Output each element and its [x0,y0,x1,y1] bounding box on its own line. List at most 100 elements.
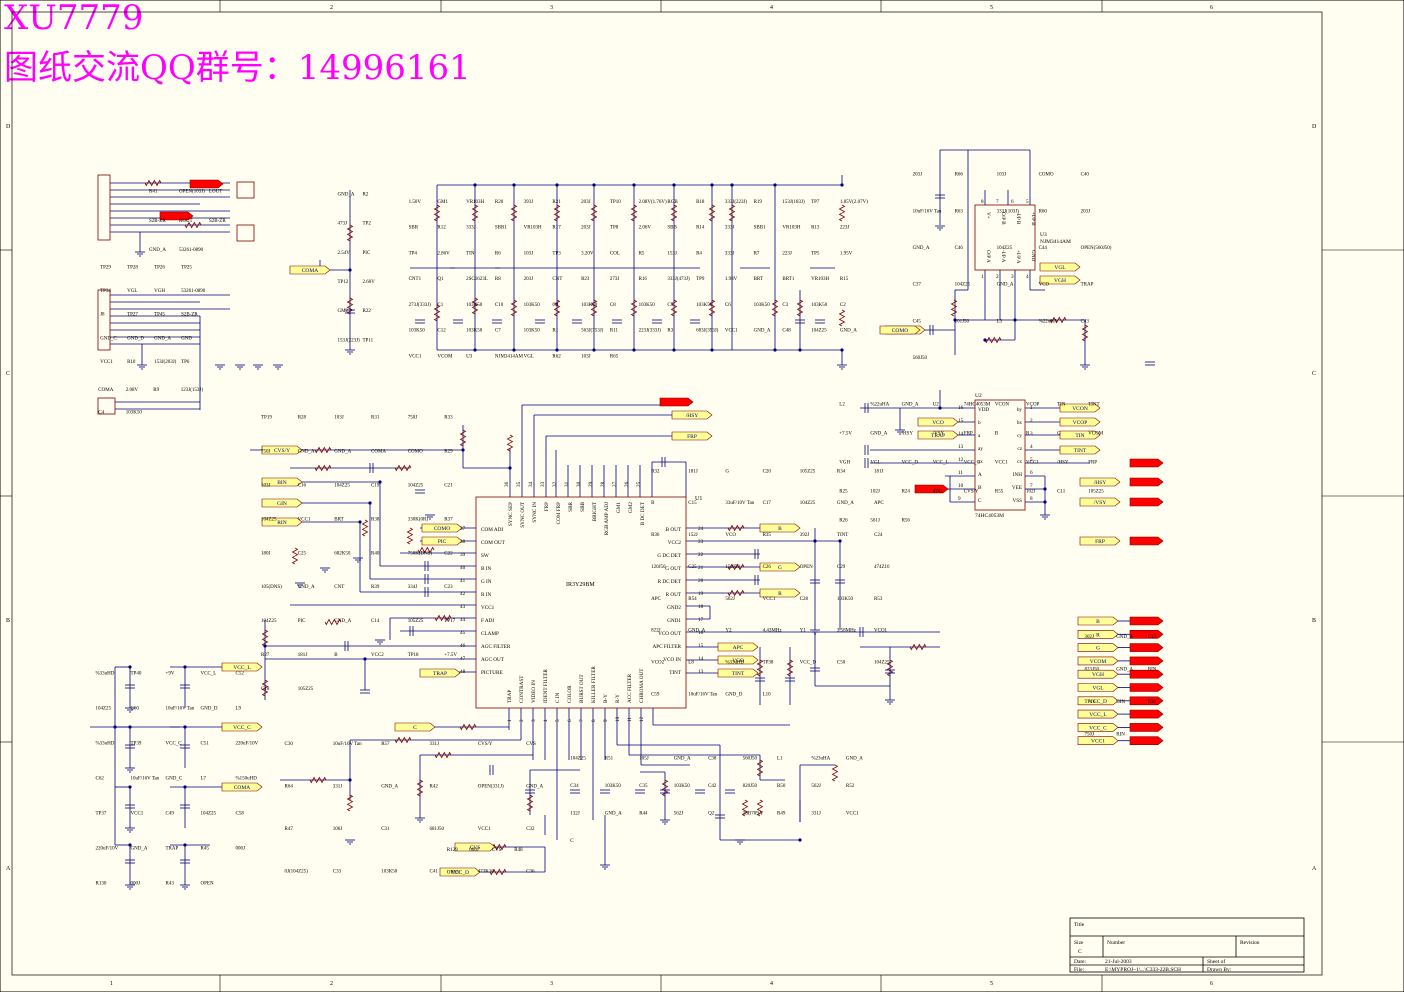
component-label: 153J(183J) [782,200,805,205]
component-label: %150uHD [236,777,258,782]
component-label: 106J [333,827,343,832]
component-label: CVS [492,848,502,853]
component-label: VCC1 [1026,460,1039,465]
bus-flag-label: VCC_C [1089,725,1107,731]
component-label: GND_A [154,336,171,341]
row-label-left: B [6,618,10,624]
net-flag-left [439,867,481,877]
component-label: R12 [437,226,446,231]
net-flag-right-label: /VSY [1094,500,1107,506]
resistor-symbol [756,759,764,777]
component-label: C17 [763,501,772,506]
component-label: C25 [298,551,307,556]
resistor-symbol [708,299,716,317]
component-label: C [570,839,574,844]
component-label: R22 [363,309,372,314]
component-label: 123J(153J) [181,388,204,393]
component-label: C62 [96,777,105,782]
resistor-symbol [526,794,534,812]
u1-pin-name: VCO IN [663,657,681,663]
component-label: GND_D [725,692,742,697]
bus-flag [1077,723,1119,732]
component-label: 473J [338,222,348,227]
component-label: GND_A [1116,667,1133,672]
component-label: OPEN [800,565,813,570]
u3-pin-name: O/P A [985,250,991,263]
u2-pin-number: 1 [1030,405,1033,411]
component-label: L8 [688,661,694,666]
component-label: C36 [526,869,535,874]
net-flag-left-label: PIC [438,539,447,545]
component-label: 273J(333J) [409,303,432,308]
u1-pin-name: B-Y [603,694,609,703]
resistor-symbol [838,204,846,222]
component-label: 750J [408,416,418,421]
junction-group [113,183,1047,847]
u2-pin-name: INH [1013,472,1022,478]
u1-pin-name: F ADJ [481,618,494,624]
resistor-symbol [506,434,514,452]
resistor-symbol [361,519,369,537]
resistor-symbol [590,204,598,222]
component-label: 103J [334,416,344,421]
component-label: 10uF/16V Tan [913,209,942,214]
component-label: 682K50 [334,551,351,556]
resistor-symbol [727,589,745,597]
component-label: %33uHD [725,661,744,666]
file-value: E:\MYPROJ~1\...\C333-22B.SCH [1105,967,1181,973]
connector-j2-audio [97,174,111,241]
net-flag-left-label: C [413,725,417,731]
junction-dot [473,348,477,352]
component-label: %22uHA [870,402,889,407]
component-label: L9 [236,707,242,712]
bus-flag-label: VCOM [1090,659,1107,665]
resistor-symbol [510,204,518,222]
junction-dot [263,644,267,648]
component-label: 103J [997,173,1007,178]
revision-label: Revision [1240,940,1260,946]
component-label: PIC [363,251,371,256]
component-label: R30 [1148,700,1157,705]
component-label: 393J [524,200,534,205]
component-label: FRP [964,431,973,436]
component-label: 1.95V [840,251,853,256]
net-flag-right [1059,417,1101,427]
component-label: SBR1 [495,226,507,231]
component-label: TP27 [127,313,138,318]
component-label: R40 [371,551,380,556]
net-flag-right [717,668,759,678]
component-label: C19 [371,484,380,489]
junction-dot [672,183,676,187]
net-flag-right-label: TINT [732,671,745,677]
u3-pin-name: O/P B [1000,212,1006,225]
component-label: 103K50 [674,784,691,789]
net-flag-left [261,477,303,487]
component-label: R11 [610,329,619,334]
bus-flag-red [1129,723,1164,732]
u1-pin-name: COM ADJ [481,527,503,533]
watermark-line-1: XU7779 [4,0,144,38]
component-label: C20 [763,469,772,474]
u2-pin-name: a [978,433,981,439]
component-label: GM1 [437,200,448,205]
component-label: 334J [408,585,418,590]
component-label: R21 [552,200,561,205]
bus-flag [1077,683,1119,692]
component-label: B [995,431,999,436]
resistor-symbol [459,429,467,447]
component-label: 104Z25 [408,484,424,489]
component-label: 104Z25 [334,484,350,489]
component-label: TP29 [100,266,111,271]
component-label: 105Z25 [298,687,314,692]
component-label: 104Z25 [811,329,827,334]
component-label: C12 [437,329,446,334]
component-label: 181J [874,469,884,474]
u2-pin-name: C [978,498,982,504]
component-label: 102J [870,489,880,494]
component-label: R2 [363,192,369,197]
resistor-symbol [416,779,424,797]
net-flag-right [879,325,921,335]
u2-pin-number: 2 [1030,418,1033,424]
component-label: 103K50 [524,329,541,334]
net-flag-group: CVS/YBINGINRINCOMACOMOPICTRAPCCVSVCC_DVC… [159,179,1164,877]
